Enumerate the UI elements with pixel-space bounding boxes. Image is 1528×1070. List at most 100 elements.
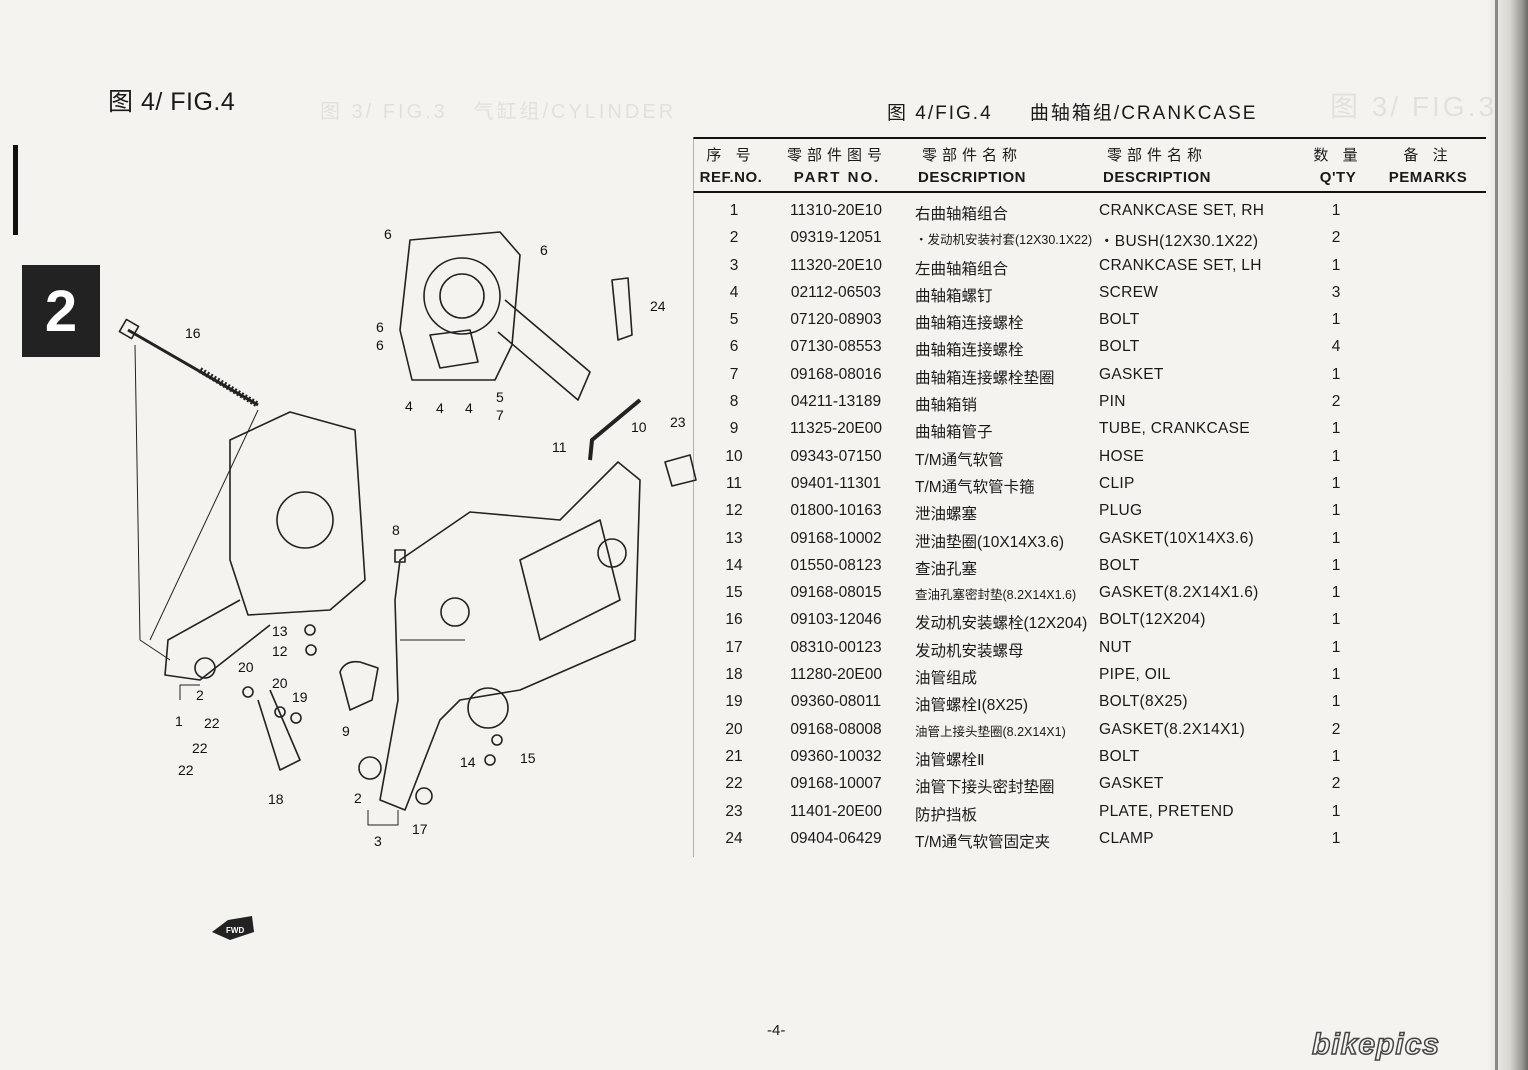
description-cn-cell: 右曲轴箱组合 bbox=[915, 206, 1009, 223]
ref-cell: 21 bbox=[725, 747, 743, 765]
pin bbox=[394, 549, 406, 563]
description-en-cell: BOLT(12X204) bbox=[1099, 611, 1206, 629]
description-en-cell: GASKET(10X14X3.6) bbox=[1099, 529, 1255, 547]
bolt-thread bbox=[198, 367, 260, 408]
callout-number: 19 bbox=[292, 689, 308, 705]
part-number-cell: 09168-10002 bbox=[790, 529, 882, 547]
table-header-rule bbox=[693, 191, 1486, 193]
figure-label-left: 图 4/ FIG.4 bbox=[108, 88, 236, 116]
cover-arm bbox=[497, 299, 591, 401]
ref-cell: 12 bbox=[725, 502, 743, 520]
description-cn-cell: ・发动机安装衬套(12X30.1X22) bbox=[915, 233, 1093, 248]
description-cn-cell: 油管螺栓Ⅰ(8X25) bbox=[915, 697, 1029, 715]
quantity-cell: 1 bbox=[1331, 447, 1341, 465]
bushing bbox=[194, 657, 216, 679]
description-cn-cell: 发动机安装螺栓(12X204) bbox=[915, 615, 1088, 633]
callout-number: 18 bbox=[268, 791, 284, 807]
description-cn-cell: 油管组成 bbox=[915, 670, 978, 688]
cover-bore bbox=[423, 257, 501, 335]
assembly-title: 曲轴箱组/CRANKCASE bbox=[1029, 103, 1258, 124]
quantity-cell: 1 bbox=[1331, 693, 1341, 711]
part-number-cell: 09343-07150 bbox=[790, 447, 882, 465]
description-en-cell: CRANKCASE SET, RH bbox=[1099, 202, 1265, 219]
quantity-cell: 1 bbox=[1331, 584, 1341, 602]
hose bbox=[588, 398, 642, 461]
callout-number: 10 bbox=[631, 419, 647, 435]
part-number-cell: 09103-12046 bbox=[790, 611, 882, 629]
ref-cell: 8 bbox=[729, 393, 739, 411]
plate bbox=[664, 454, 697, 487]
ref-cell: 18 bbox=[725, 666, 743, 684]
description-en-cell: BOLT(8X25) bbox=[1099, 693, 1188, 711]
quantity-cell: 1 bbox=[1331, 474, 1341, 492]
bushing-lh bbox=[358, 756, 382, 780]
fwd-arrow-icon: FWD bbox=[212, 916, 254, 940]
ref-cell: 3 bbox=[729, 256, 739, 274]
gasket bbox=[491, 734, 503, 746]
callout-number: 23 bbox=[670, 414, 686, 430]
part-number-cell: 02112-06503 bbox=[790, 283, 882, 301]
ref-cell: 4 bbox=[729, 283, 739, 301]
description-cn-cell: 曲轴箱连接螺栓垫圈 bbox=[915, 369, 1055, 387]
bleed-through-text: 图 3/ FIG.3 bbox=[1330, 91, 1497, 122]
ref-cell: 6 bbox=[729, 338, 739, 356]
quantity-cell: 1 bbox=[1331, 747, 1341, 765]
description-cn-cell: T/M通气软管固定夹 bbox=[915, 833, 1051, 851]
description-en-cell: ・BUSH(12X30.1X22) bbox=[1099, 233, 1259, 251]
quantity-cell: 1 bbox=[1331, 502, 1341, 520]
part-number-cell: 11310-20E10 bbox=[790, 202, 882, 219]
description-en-cell: CRANKCASE SET, LH bbox=[1099, 256, 1262, 274]
part-number-cell: 11320-20E10 bbox=[790, 256, 882, 274]
crankcase-lh bbox=[379, 461, 641, 811]
description-en-cell: PLUG bbox=[1099, 502, 1143, 520]
callout-number: 6 bbox=[376, 319, 384, 335]
cover-plate bbox=[399, 231, 521, 381]
description-cn-cell: T/M通气软管卡箍 bbox=[915, 478, 1035, 496]
part-number-cell: 08310-00123 bbox=[790, 638, 882, 656]
figure-title: 图 4/FIG.4 曲轴箱组/CRANKCASE bbox=[887, 98, 1257, 125]
quantity-cell: 1 bbox=[1331, 802, 1341, 820]
part-number-cell: 09404-06429 bbox=[790, 829, 882, 847]
part-number-cell: 11280-20E00 bbox=[790, 666, 882, 684]
description-cn-cell: 曲轴箱连接螺栓 bbox=[915, 315, 1024, 333]
cover-bore-inner bbox=[439, 273, 485, 319]
gasket bbox=[274, 706, 286, 718]
ref-cell: 15 bbox=[725, 584, 743, 602]
description-en-cell: GASKET(8.2X14X1) bbox=[1099, 720, 1246, 738]
callout-number: 22 bbox=[204, 715, 220, 731]
description-cn-cell: 油管下接头密封垫圈 bbox=[915, 779, 1055, 797]
description-cn-cell: 查油孔塞密封垫(8.2X14X1.6) bbox=[915, 588, 1077, 603]
callout-number: 15 bbox=[520, 750, 536, 766]
callout-number: 11 bbox=[552, 439, 567, 455]
quantity-cell: 1 bbox=[1331, 666, 1341, 684]
bolt-head bbox=[118, 318, 140, 340]
callout-number: 22 bbox=[192, 740, 208, 756]
callout-number: 6 bbox=[540, 242, 548, 258]
description-en-cell: BOLT bbox=[1099, 747, 1140, 765]
part-number-cell: 07120-08903 bbox=[790, 311, 882, 329]
description-en-cell: CLAMP bbox=[1099, 829, 1154, 847]
ref-cell: 13 bbox=[725, 529, 743, 547]
ref-cell: 17 bbox=[725, 638, 743, 656]
quantity-cell: 2 bbox=[1331, 393, 1341, 411]
callout-number: 2 bbox=[354, 790, 362, 806]
part-number-cell: 09360-10032 bbox=[790, 747, 882, 765]
description-en-cell: HOSE bbox=[1099, 447, 1145, 465]
callout-number: 4 bbox=[436, 400, 444, 416]
callout-number: 8 bbox=[392, 522, 400, 538]
book-spine-edge bbox=[1495, 0, 1498, 1070]
